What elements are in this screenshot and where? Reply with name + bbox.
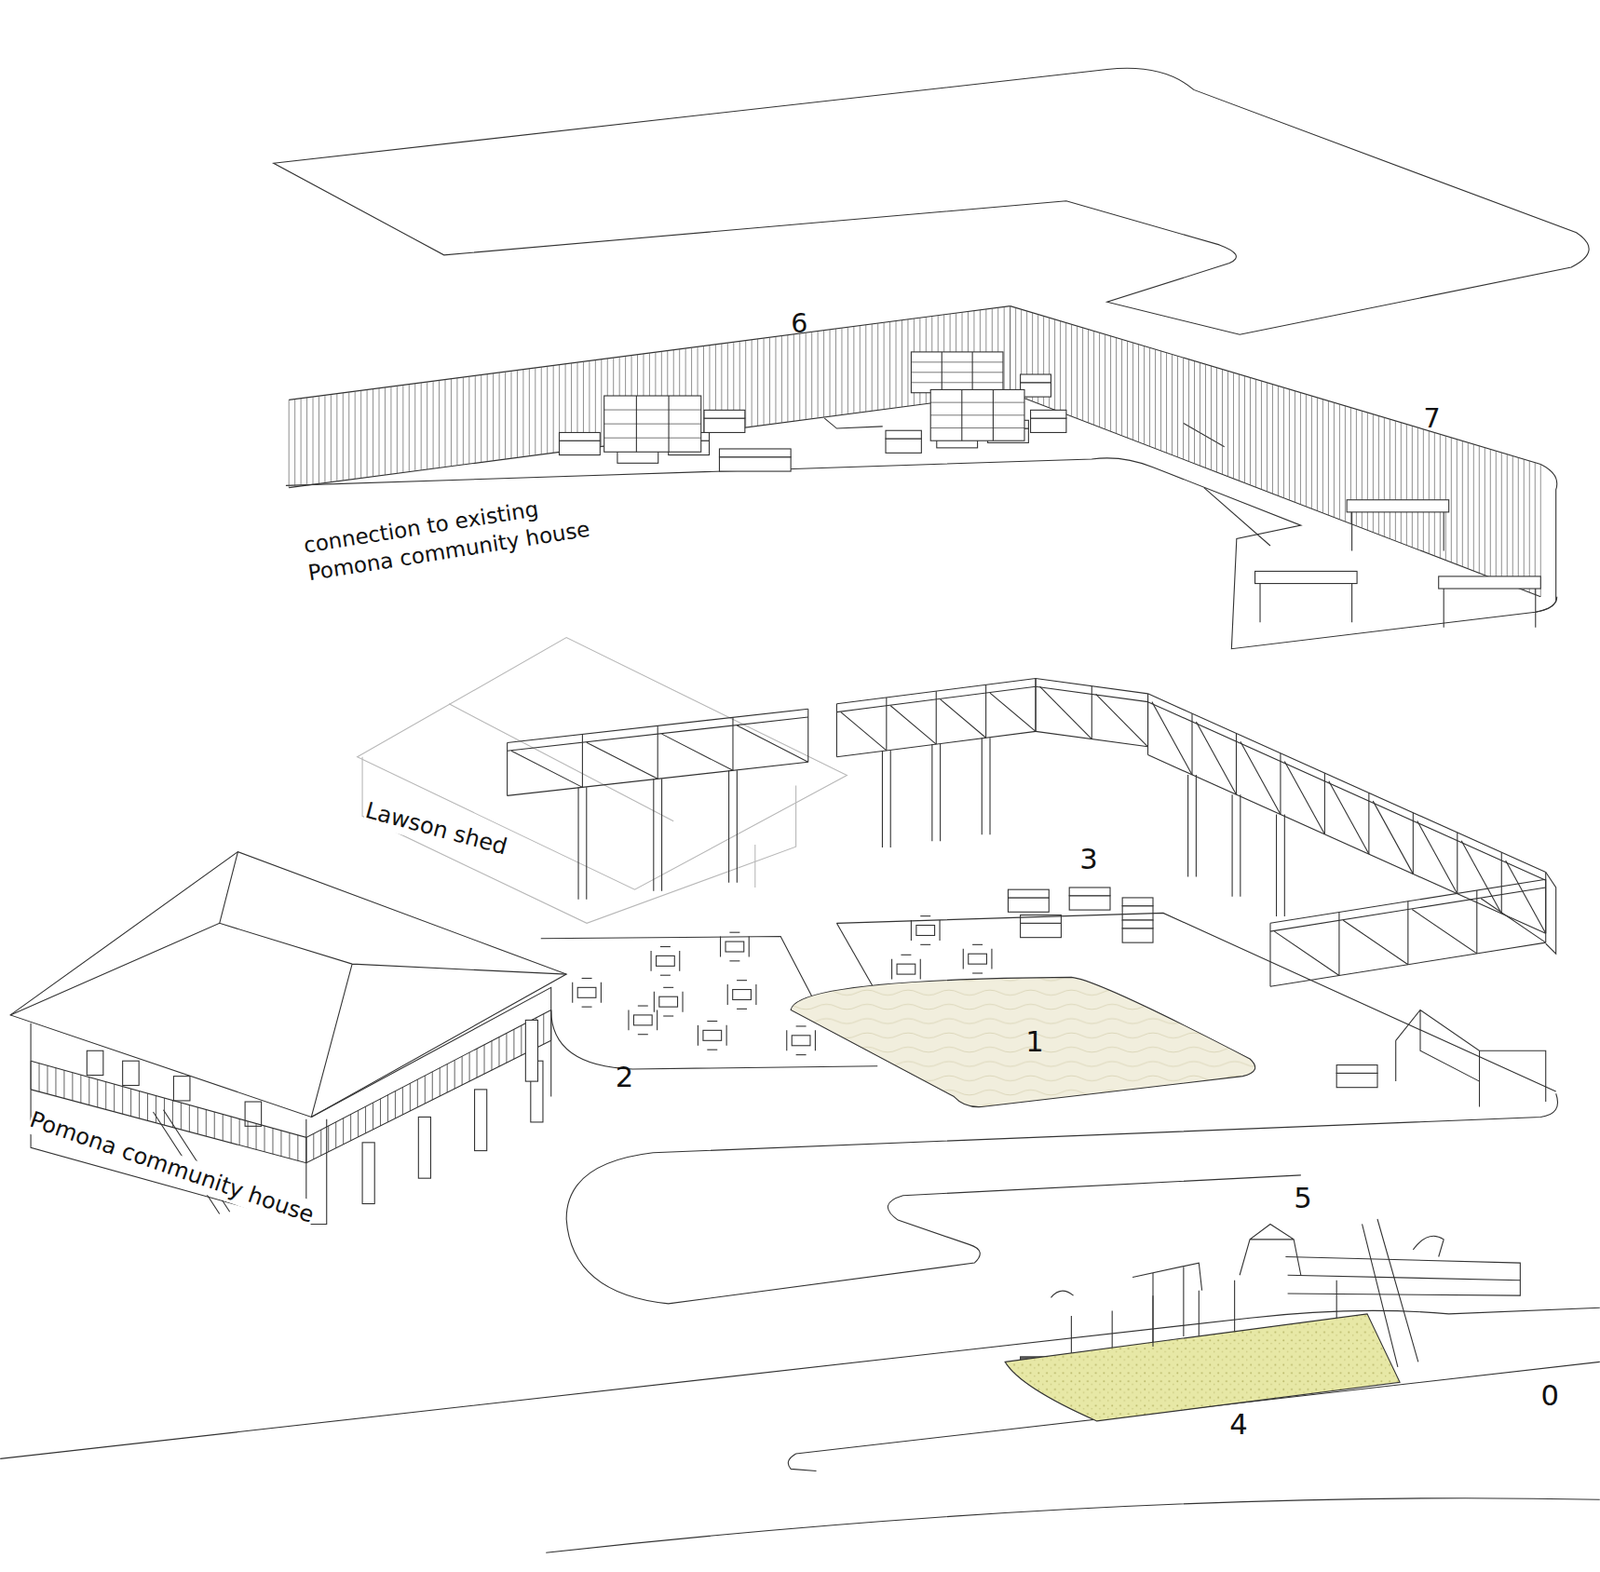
callout-number: 1 — [1025, 1023, 1045, 1061]
place-label: Lawson shed — [362, 796, 511, 863]
callout-number: 3 — [1079, 840, 1099, 879]
callout-number: 4 — [1229, 1406, 1248, 1444]
callout-number: 5 — [1293, 1179, 1313, 1218]
place-label: Pomona community house — [26, 1105, 318, 1231]
callout-number: 2 — [615, 1058, 635, 1097]
place-label: connection to existing Pomona community … — [301, 481, 634, 588]
callout-number: 0 — [1540, 1377, 1560, 1415]
callout-number: 7 — [1423, 401, 1440, 436]
callout-number: 6 — [790, 306, 808, 341]
